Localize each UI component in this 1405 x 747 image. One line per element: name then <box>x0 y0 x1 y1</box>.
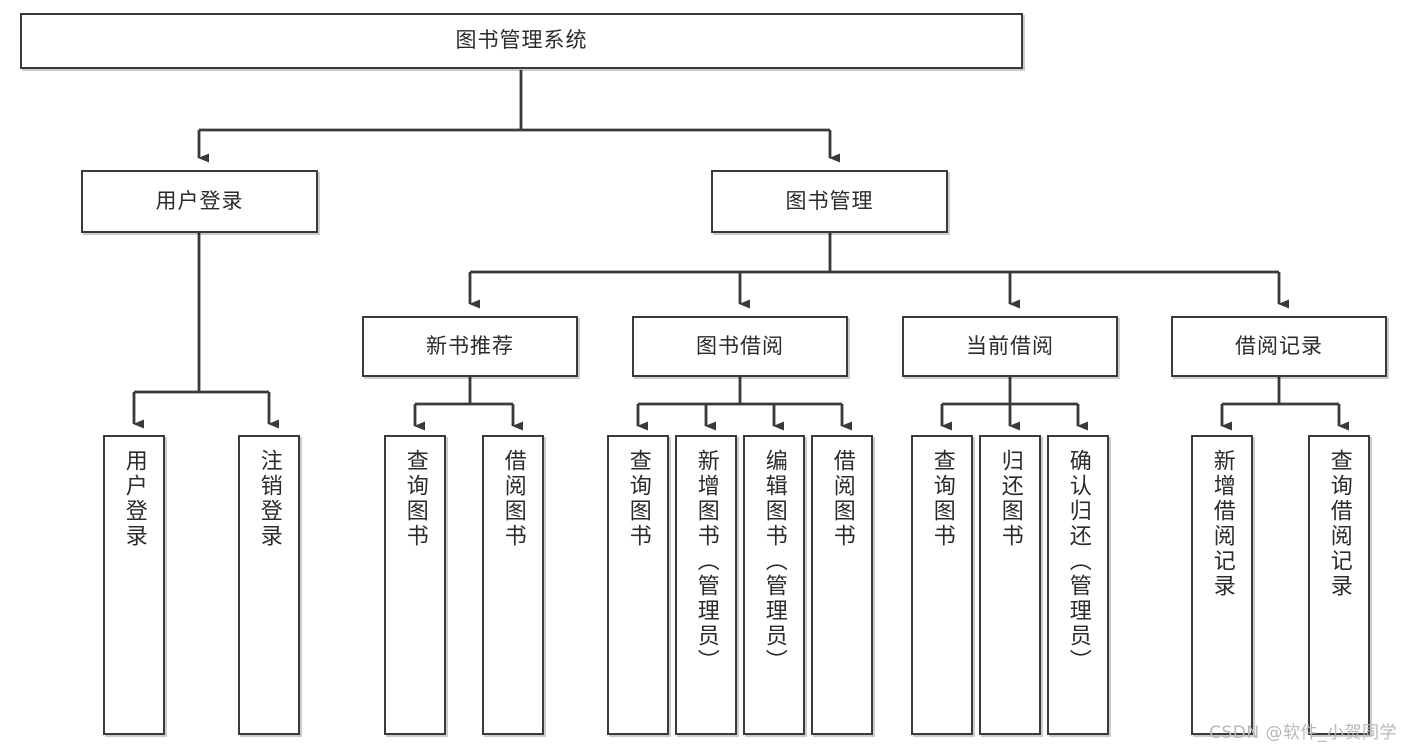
node-leaf-query-record[interactable]: 查询借阅记录 <box>1308 435 1370 735</box>
node-leaf-return-book[interactable]: 归还图书 <box>979 435 1041 735</box>
node-leaf-return-book-label: 归还图书 <box>997 449 1023 549</box>
watermark: CSDN @软件_小贺同学 <box>1209 723 1397 743</box>
node-user-login[interactable]: 用户登录 <box>81 170 318 233</box>
node-user-login-label: 用户登录 <box>155 188 244 213</box>
node-leaf-confirm-return[interactable]: 确认归还（管理员） <box>1047 435 1109 735</box>
node-leaf-user-logout[interactable]: 注销登录 <box>238 435 300 735</box>
node-leaf-query-book-1[interactable]: 查询图书 <box>384 435 446 735</box>
node-leaf-user-login[interactable]: 用户登录 <box>103 435 165 735</box>
node-leaf-add-record-label: 新增借阅记录 <box>1209 449 1235 599</box>
node-leaf-user-logout-label: 注销登录 <box>256 449 282 549</box>
node-borrow-record[interactable]: 借阅记录 <box>1171 316 1387 377</box>
node-root-label: 图书管理系统 <box>455 28 588 53</box>
node-leaf-borrow-book-1[interactable]: 借阅图书 <box>482 435 544 735</box>
node-current-borrow[interactable]: 当前借阅 <box>902 316 1118 377</box>
node-leaf-user-login-label: 用户登录 <box>121 449 147 549</box>
node-current-borrow-label: 当前借阅 <box>966 333 1054 358</box>
node-leaf-query-book-2[interactable]: 查询图书 <box>607 435 669 735</box>
node-leaf-add-book[interactable]: 新增图书（管理员） <box>675 435 737 735</box>
node-book-borrow-label: 图书借阅 <box>696 333 784 358</box>
node-leaf-query-record-label: 查询借阅记录 <box>1326 449 1352 599</box>
node-leaf-query-book-1-label: 查询图书 <box>402 449 428 549</box>
node-new-book-recommend-label: 新书推荐 <box>426 333 514 358</box>
node-leaf-add-book-label: 新增图书（管理员） <box>693 449 719 674</box>
node-book-manage-label: 图书管理 <box>785 188 874 213</box>
node-leaf-borrow-book-2-label: 借阅图书 <box>829 449 855 549</box>
node-book-borrow[interactable]: 图书借阅 <box>632 316 848 377</box>
node-new-book-recommend[interactable]: 新书推荐 <box>362 316 578 377</box>
node-leaf-confirm-return-label: 确认归还（管理员） <box>1065 449 1091 674</box>
node-leaf-query-book-2-label: 查询图书 <box>625 449 651 549</box>
node-book-manage[interactable]: 图书管理 <box>711 170 948 233</box>
node-leaf-query-book-3-label: 查询图书 <box>929 449 955 549</box>
node-leaf-add-record[interactable]: 新增借阅记录 <box>1191 435 1253 735</box>
node-borrow-record-label: 借阅记录 <box>1235 333 1323 358</box>
node-leaf-edit-book[interactable]: 编辑图书（管理员） <box>743 435 805 735</box>
node-leaf-borrow-book-2[interactable]: 借阅图书 <box>811 435 873 735</box>
node-leaf-borrow-book-1-label: 借阅图书 <box>500 449 526 549</box>
node-leaf-edit-book-label: 编辑图书（管理员） <box>761 449 787 674</box>
node-root[interactable]: 图书管理系统 <box>20 13 1023 69</box>
node-leaf-query-book-3[interactable]: 查询图书 <box>911 435 973 735</box>
